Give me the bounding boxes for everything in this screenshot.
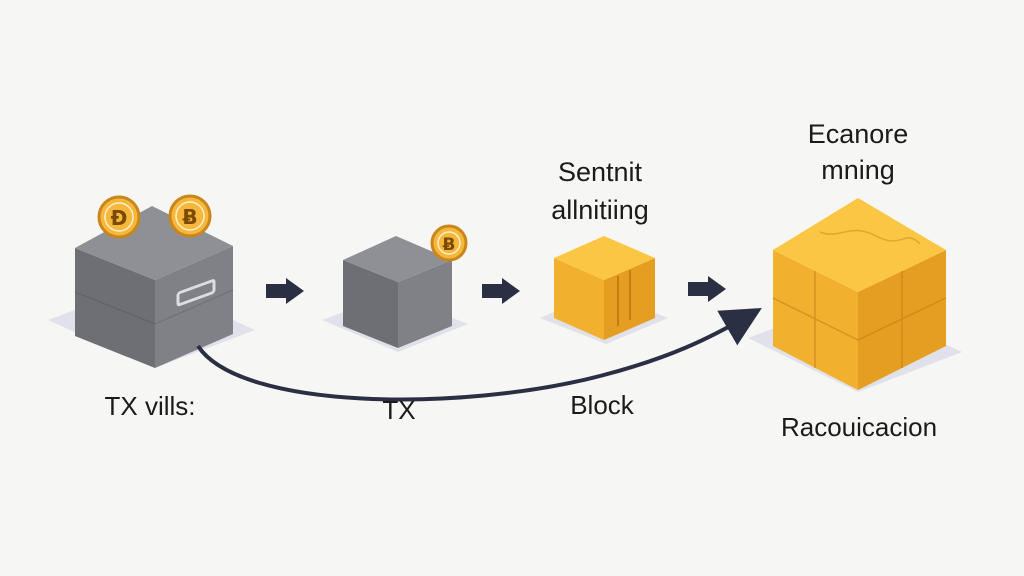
block-heading-line-1: Sentnit — [557, 157, 643, 187]
chest-handle — [176, 279, 216, 307]
tx-caption: TX — [382, 395, 416, 425]
block-cube — [554, 236, 655, 340]
coin-icon: Ð — [97, 195, 141, 239]
coin-icon: Ƀ — [430, 224, 468, 262]
small-arrow-icon — [266, 278, 304, 304]
coin-glyph: Ƀ — [443, 235, 456, 255]
coin-glyph: Ƀ — [182, 205, 197, 229]
coin-icon: Ƀ — [168, 194, 212, 238]
small-arrow-icon — [482, 278, 520, 304]
racouicacion-heading-line-2: mning — [821, 155, 895, 185]
racouicacion-caption: Racouicacion — [780, 412, 938, 442]
tx-vills-cube — [74, 206, 234, 368]
block-heading-line-2: allnitiing — [551, 195, 649, 225]
tx-vills-caption: TX vills: — [104, 391, 196, 421]
curved-arrow-icon — [196, 307, 762, 402]
racouicacion-heading-line-1: Ecanore — [807, 119, 909, 149]
block-caption: Block — [570, 390, 634, 420]
tx-cube — [343, 236, 452, 348]
racouicacion-cube — [772, 198, 947, 390]
coin-glyph: Ð — [111, 206, 128, 230]
small-arrow-icon — [688, 276, 726, 302]
